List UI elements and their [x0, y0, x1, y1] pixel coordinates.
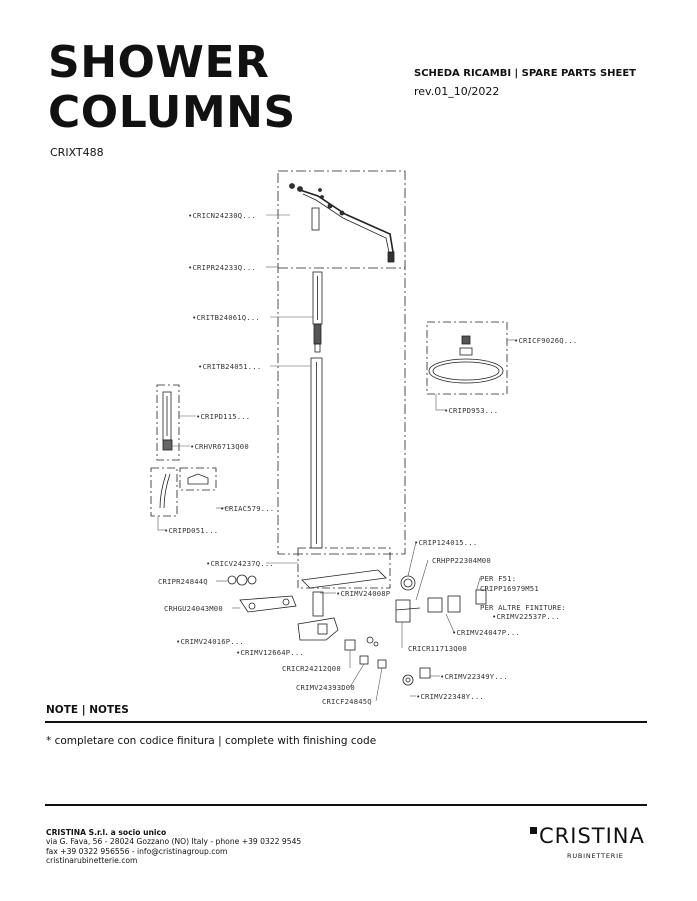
company-address: via G. Fava, 56 - 28024 Gozzano (NO) Ita…: [46, 837, 302, 847]
notes-text: * completare con codice finitura | compl…: [46, 735, 377, 747]
part-label: •CRIAC579...: [220, 504, 274, 513]
part-label: CRHPP22304M00: [432, 556, 491, 565]
part-label: •CRICF9026Q...: [514, 336, 577, 345]
sheet-title: SCHEDA RICAMBI | SPARE PARTS SHEET: [414, 68, 636, 79]
revision: rev.01_10/2022: [414, 85, 500, 98]
part-label: •CRITB24051...: [198, 362, 261, 371]
part-label: PER ALTRE FINITURE:: [480, 603, 566, 612]
company-name: CRISTINA S.r.l. a socio unico: [46, 828, 167, 837]
part-label: •CRIPD953...: [444, 406, 498, 415]
part-label: •CRIMV12664P...: [236, 648, 304, 657]
part-label: •CRIMV22348Y...: [416, 692, 484, 701]
part-label: •CRIMV22537P...: [492, 612, 560, 621]
logo-text: CRISTINA: [539, 824, 645, 848]
part-label: •CRIPD115...: [196, 412, 250, 421]
title-line-2: COLUMNS: [48, 87, 296, 138]
part-label: CRIPR24844Q: [158, 577, 208, 586]
part-label: •CRIMV22349Y...: [440, 672, 508, 681]
part-label: CRIPP16979M51: [480, 584, 539, 593]
part-label: •CRIPR24233Q...: [188, 263, 256, 272]
logo-subtitle: RUBINETTERIE: [567, 852, 624, 860]
notes-heading: NOTE | NOTES: [46, 704, 129, 716]
part-label: CRIMV24393D00: [296, 683, 355, 692]
part-label: CRICF24845Q: [322, 697, 372, 706]
part-label: CRICR11713Q00: [408, 644, 467, 653]
part-label: •CRIP124015...: [414, 538, 477, 547]
divider: [45, 721, 647, 723]
part-label: CRICR24212Q00: [282, 664, 341, 673]
part-label: •CRIMV24047P...: [452, 628, 520, 637]
footer-address-block: CRISTINA S.r.l. a socio unico via G. Fav…: [46, 828, 301, 865]
logo-square-icon: [530, 827, 537, 834]
part-label: •CRICV24237Q...: [206, 559, 274, 568]
part-label: •CRICN24230Q...: [188, 211, 256, 220]
part-label: •CRHVR6713Q00: [190, 442, 249, 451]
part-label: •CRIMV24008P: [336, 589, 390, 598]
part-label: •CRITB24061Q...: [192, 313, 260, 322]
part-label: •CRIPD051...: [164, 526, 218, 535]
brand-logo: CRISTINA: [530, 824, 645, 848]
page-title: SHOWER COLUMNS: [48, 38, 296, 138]
title-line-1: SHOWER: [48, 37, 270, 88]
company-contact: fax +39 0322 956556 - info@cristinagroup…: [46, 846, 228, 856]
product-code: CRIXT488: [50, 146, 104, 159]
part-label: PER F51:: [480, 574, 516, 583]
part-label: •CRIMV24016P...: [176, 637, 244, 646]
divider: [45, 804, 647, 806]
part-label: CRHGU24043M00: [164, 604, 223, 613]
company-website: cristinarubinetterie.com: [46, 855, 138, 865]
